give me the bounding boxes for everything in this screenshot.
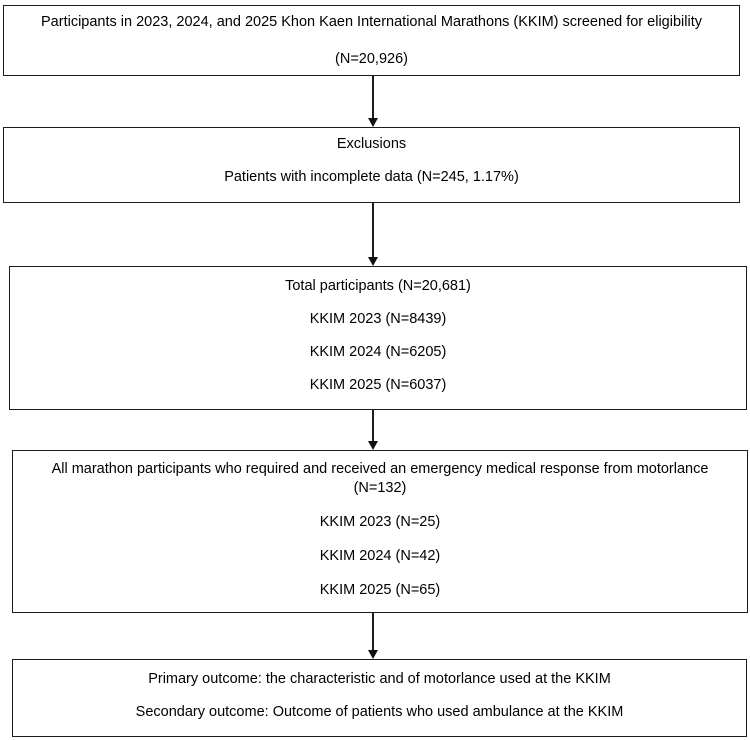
kkim-2023-line: KKIM 2023 (N=25) xyxy=(319,514,441,530)
box-outcomes: Primary outcome: the characteristic and … xyxy=(12,659,747,737)
down-arrow-icon xyxy=(367,76,379,127)
down-arrow-icon xyxy=(367,203,379,266)
arrow-shaft xyxy=(372,203,374,257)
kkim-2024-line: KKIM 2024 (N=42) xyxy=(319,548,441,564)
primary-outcome-line: Primary outcome: the characteristic and … xyxy=(148,671,611,687)
box-motorlance-response: All marathon participants who required a… xyxy=(12,450,748,613)
total-line: Total participants (N=20,681) xyxy=(285,278,471,294)
motorlance-title-line: All marathon participants who required a… xyxy=(51,461,709,477)
arrow-head xyxy=(368,118,378,127)
down-arrow-icon xyxy=(367,410,379,450)
screened-n-line: (N=20,926) xyxy=(335,51,408,67)
box-exclusions: Exclusions Patients with incomplete data… xyxy=(3,127,740,203)
motorlance-n-line: (N=132) xyxy=(353,480,407,496)
exclusions-title-line: Exclusions xyxy=(336,136,407,152)
arrow-shaft xyxy=(372,410,374,441)
box-screened: Participants in 2023, 2024, and 2025 Kho… xyxy=(3,5,740,76)
kkim-2024-line: KKIM 2024 (N=6205) xyxy=(309,344,447,360)
exclusions-detail-line: Patients with incomplete data (N=245, 1.… xyxy=(224,169,519,185)
arrow-head xyxy=(368,650,378,659)
arrow-head xyxy=(368,257,378,266)
box-total-participants: Total participants (N=20,681) KKIM 2023 … xyxy=(9,266,747,410)
arrow-head xyxy=(368,441,378,450)
arrow-shaft xyxy=(372,76,374,118)
kkim-2025-line: KKIM 2025 (N=6037) xyxy=(309,377,447,393)
screened-title-line: Participants in 2023, 2024, and 2025 Kho… xyxy=(41,14,702,30)
down-arrow-icon xyxy=(367,613,379,659)
kkim-2025-line: KKIM 2025 (N=65) xyxy=(319,582,441,598)
arrow-shaft xyxy=(372,613,374,650)
secondary-outcome-line: Secondary outcome: Outcome of patients w… xyxy=(135,704,624,720)
kkim-2023-line: KKIM 2023 (N=8439) xyxy=(309,311,447,327)
